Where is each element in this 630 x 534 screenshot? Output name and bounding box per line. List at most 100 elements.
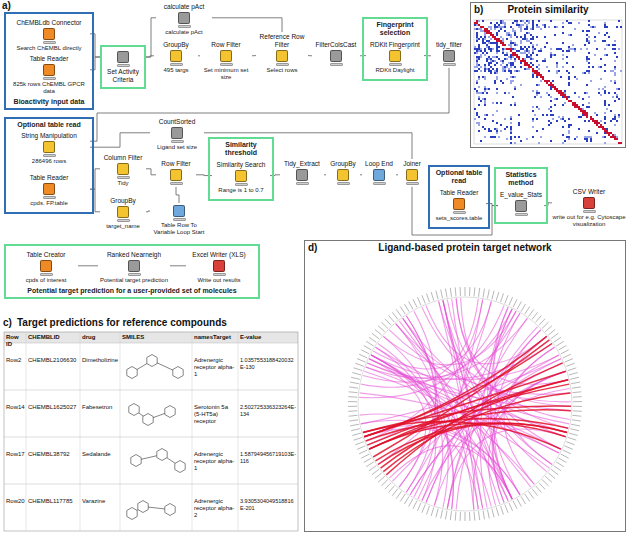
workflow-group: ChEMBLdb ConnectorSearch ChEMBL directly… (4, 12, 94, 110)
node-status-bar (170, 182, 183, 185)
target-tick (566, 363, 574, 366)
heatmap-cell (596, 124, 598, 126)
heatmap-cell (552, 54, 554, 56)
heatmap-cell (490, 28, 492, 30)
heatmap-cell (562, 94, 564, 96)
node-status-bar (235, 183, 248, 186)
group-content: E_value_Stats (498, 188, 544, 220)
target-tick (349, 391, 358, 393)
heatmap-cell (474, 24, 476, 26)
heatmap-cell (598, 88, 600, 90)
knime-node-box: Set Activity Criteria (100, 45, 146, 89)
heatmap-cell (516, 56, 518, 58)
target-tick (572, 420, 581, 421)
target-tick (501, 506, 504, 514)
heatmap-cell (478, 86, 480, 88)
heatmap-cell (604, 132, 606, 134)
heatmap-cell (572, 104, 574, 106)
heatmap-cell (512, 28, 514, 30)
heatmap-cell (564, 96, 566, 98)
heatmap-cell (490, 50, 492, 52)
target-tick (348, 401, 357, 402)
heatmap-cell (594, 26, 596, 28)
heatmap-cell (550, 20, 552, 22)
heatmap-cell (578, 108, 580, 110)
node-label: Similarity Search (212, 161, 270, 169)
heatmap-cell (536, 90, 538, 92)
heatmap-cell (538, 68, 540, 70)
heatmap-cell (556, 120, 558, 122)
heatmap-cell (496, 50, 498, 52)
heatmap-cell (512, 30, 514, 32)
heatmap-cell (554, 86, 556, 88)
node-icon (43, 141, 55, 153)
heatmap-cell (598, 122, 600, 124)
heatmap-cell (492, 114, 494, 116)
heatmap-cell (556, 64, 558, 66)
heatmap-cell (586, 138, 588, 140)
heatmap-cell (476, 20, 478, 22)
panel-label: b) (474, 4, 483, 16)
heatmap-cell (516, 22, 518, 24)
heatmap-cell (552, 118, 554, 120)
node-icon (43, 64, 55, 76)
heatmap-cell (528, 22, 530, 24)
target-tick (505, 295, 508, 303)
heatmap-cell (614, 92, 616, 94)
heatmap-cell (486, 40, 488, 42)
node-annotation: cpds. FP.table (8, 200, 90, 207)
heatmap-cell (510, 130, 512, 132)
workflow-connection (170, 265, 186, 266)
heatmap-cell (510, 80, 512, 82)
heatmap-cell (580, 48, 582, 50)
heatmap-cell (564, 102, 566, 104)
heatmap-cell (480, 26, 482, 28)
node-status-bar (276, 63, 289, 66)
heatmap-cell (574, 76, 576, 78)
heatmap-cell (576, 106, 578, 108)
heatmap-cell (568, 118, 570, 120)
heatmap-cell (518, 24, 520, 26)
heatmap-cell (614, 124, 616, 126)
heatmap-cell (510, 128, 512, 130)
heatmap-cell (488, 48, 490, 50)
table-header-bg (4, 332, 298, 343)
heatmap-cell (490, 136, 492, 138)
heatmap-cell (532, 70, 534, 72)
heatmap-cell (508, 68, 510, 70)
target-tick (532, 312, 538, 319)
table-row-line (4, 343, 298, 344)
node-status-bar (117, 219, 130, 222)
heatmap-cell (478, 130, 480, 132)
heatmap-cell (502, 40, 504, 42)
heatmap-cell (496, 42, 498, 44)
heatmap-cell (510, 36, 512, 38)
node-status-bar (406, 182, 419, 185)
heatmap-cell (506, 32, 508, 34)
heatmap-cell (614, 118, 616, 120)
workflow-connection (198, 55, 200, 56)
heatmap-cell (538, 26, 540, 28)
heatmap-cell (550, 82, 552, 84)
heatmap-cell (524, 58, 526, 60)
heatmap-cell (600, 124, 602, 126)
heatmap-cell (502, 48, 504, 50)
heatmap-cell (500, 64, 502, 66)
heatmap-cell (480, 36, 482, 38)
heatmap-cell (614, 116, 616, 118)
target-tick (392, 489, 398, 496)
heatmap-cell (562, 116, 564, 118)
heatmap-cell (524, 22, 526, 24)
heatmap-cell (478, 68, 480, 70)
heatmap-cell (496, 110, 498, 112)
heatmap-cell (584, 92, 586, 94)
target-tick (381, 322, 387, 328)
heatmap-cell (572, 102, 574, 104)
node-icon (128, 260, 140, 272)
heatmap-cell (570, 34, 572, 36)
heatmap-cell (484, 28, 486, 30)
heatmap-cell (488, 56, 490, 58)
heatmap-cell (488, 42, 490, 44)
heatmap-cell (512, 56, 514, 58)
workflow-connection (270, 174, 280, 176)
